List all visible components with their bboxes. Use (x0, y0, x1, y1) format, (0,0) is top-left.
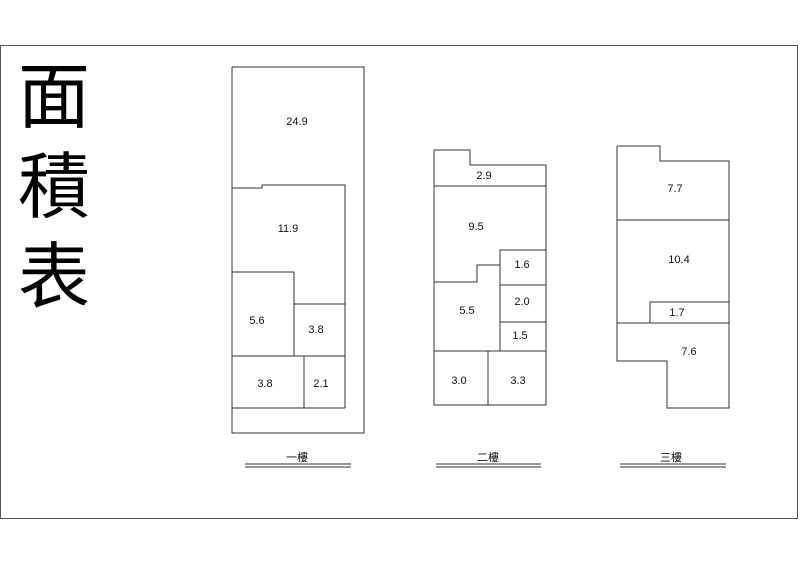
wall-1f-divider-top (232, 184, 346, 408)
room-area-3f-1: 7.7 (667, 183, 682, 195)
room-area-1f-5: 3.8 (257, 378, 272, 390)
room-area-2f-7: 3.0 (451, 375, 466, 387)
wall-2f-outline (433, 149, 547, 406)
room-area-2f-3: 1.6 (514, 259, 529, 271)
floor-label-3f: 三樓 (660, 450, 682, 464)
room-area-2f-1: 2.9 (476, 170, 491, 182)
wall-1f-outline (231, 66, 365, 434)
room-area-3f-2: 10.4 (668, 254, 689, 266)
drawing-frame (0, 45, 798, 519)
title-char-2: 積 (17, 145, 90, 229)
room-area-2f-6: 1.5 (512, 330, 527, 342)
floor-plan-1f: 24.9 11.9 5.6 3.8 3.8 2.1 一樓 (231, 66, 365, 468)
wall-3f-outline (616, 145, 730, 409)
room-area-1f-1: 24.9 (286, 116, 307, 128)
title-char-3: 表 (17, 235, 90, 319)
floor-label-1f: 一樓 (286, 450, 308, 464)
title-char-1: 面 (17, 55, 90, 139)
room-area-1f-2: 11.9 (278, 223, 299, 235)
floor-plan-2f: 2.9 9.5 1.6 5.5 2.0 1.5 3.0 3.3 二樓 (433, 149, 547, 468)
room-area-2f-5: 2.0 (514, 296, 529, 308)
room-area-2f-2: 9.5 (468, 221, 483, 233)
room-area-3f-3: 1.7 (669, 307, 684, 319)
page-title: 面 積 表 (14, 52, 94, 322)
room-area-2f-4: 5.5 (459, 305, 474, 317)
floor-plan-3f: 7.7 10.4 1.7 7.6 三樓 (616, 145, 730, 468)
room-area-1f-4: 3.8 (308, 324, 323, 336)
room-area-1f-6: 2.1 (313, 378, 328, 390)
room-area-2f-8: 3.3 (510, 375, 525, 387)
room-area-1f-3: 5.6 (249, 315, 264, 327)
floor-label-2f: 二樓 (477, 450, 499, 464)
room-area-3f-4: 7.6 (681, 346, 696, 358)
wall-3f-divider-step (649, 301, 729, 323)
wall-2f-divider-step (434, 249, 546, 283)
